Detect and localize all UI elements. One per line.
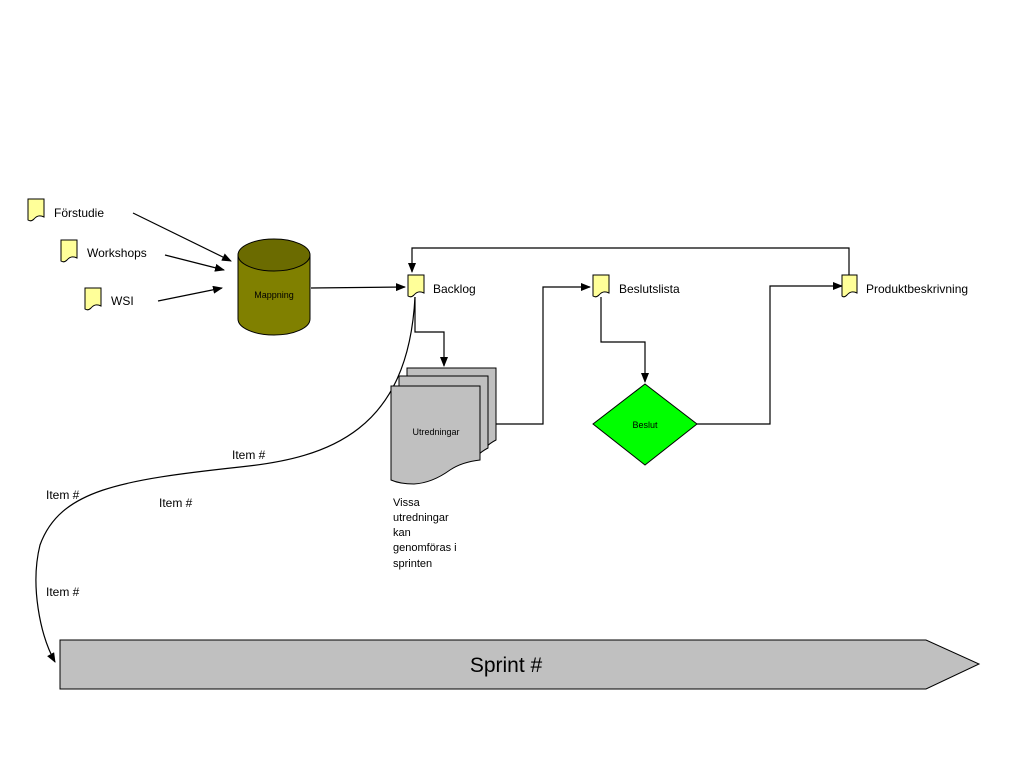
label-backlog: Backlog bbox=[433, 282, 476, 296]
utredningar-label: Utredningar bbox=[412, 427, 459, 437]
beslut-decision: Beslut bbox=[592, 383, 698, 466]
mappning-cylinder-top bbox=[237, 238, 311, 272]
beslut-label: Beslut bbox=[632, 420, 658, 430]
connectors bbox=[35, 212, 850, 663]
item-label: Item # bbox=[46, 585, 80, 599]
document-icons bbox=[27, 198, 858, 311]
label-wsi: WSI bbox=[111, 294, 134, 308]
label-produktbeskrivning: Produktbeskrivning bbox=[866, 282, 968, 296]
item-label: Item # bbox=[232, 448, 266, 462]
utredningar-note: Vissa utredningar kan genomföras i sprin… bbox=[393, 497, 460, 570]
utredningar-note-line: kan bbox=[393, 527, 411, 539]
label-beslutslista: Beslutslista bbox=[619, 282, 680, 296]
arrow-utredningar-to-beslutslista bbox=[496, 283, 591, 425]
sprint-arrow: Sprint # bbox=[59, 639, 981, 690]
document-icon-wsi bbox=[84, 287, 102, 311]
document-icon-backlog bbox=[407, 274, 425, 298]
mappning-label: Mappning bbox=[254, 290, 294, 300]
utredningar-page-front bbox=[390, 385, 481, 485]
item-label: Item # bbox=[159, 496, 193, 510]
utredningar-note-line: utredningar bbox=[393, 512, 449, 524]
label-forstudie: Förstudie bbox=[54, 206, 104, 220]
sprint-label: Sprint # bbox=[470, 654, 543, 677]
arrow-backlog-to-sprint bbox=[35, 296, 416, 663]
utredningar-note-line: Vissa bbox=[393, 497, 421, 509]
mappning-database: Mappning bbox=[237, 238, 311, 336]
mappning-cylinder-body bbox=[237, 255, 311, 336]
arrow-wsi-to-mappning bbox=[157, 285, 223, 302]
beslut-diamond bbox=[592, 383, 698, 466]
document-icon-produktbeskrivning bbox=[841, 274, 858, 298]
arrow-beslutslista-to-beslut bbox=[600, 297, 649, 383]
utredningar-multidocument bbox=[390, 367, 497, 485]
item-label: Item # bbox=[46, 488, 80, 502]
arrow-mappning-to-backlog bbox=[310, 283, 406, 292]
label-workshops: Workshops bbox=[87, 246, 147, 260]
document-icon-beslutslista bbox=[592, 274, 610, 298]
document-icon-workshops bbox=[60, 239, 78, 263]
arrow-backlog-to-utredningar bbox=[414, 297, 448, 367]
arrow-beslut-to-produktbeskrivning bbox=[697, 282, 843, 425]
arrow-produktbeskrivning-to-backlog bbox=[408, 247, 850, 275]
sprint-arrow-shape bbox=[59, 639, 981, 690]
utredningar-note-line: sprinten bbox=[393, 558, 432, 570]
utredningar-note-line: genomföras i bbox=[393, 542, 457, 554]
document-icon-forstudie bbox=[27, 198, 45, 222]
arrow-forstudie-to-mappning bbox=[132, 212, 232, 262]
arrow-workshops-to-mappning bbox=[164, 254, 225, 272]
